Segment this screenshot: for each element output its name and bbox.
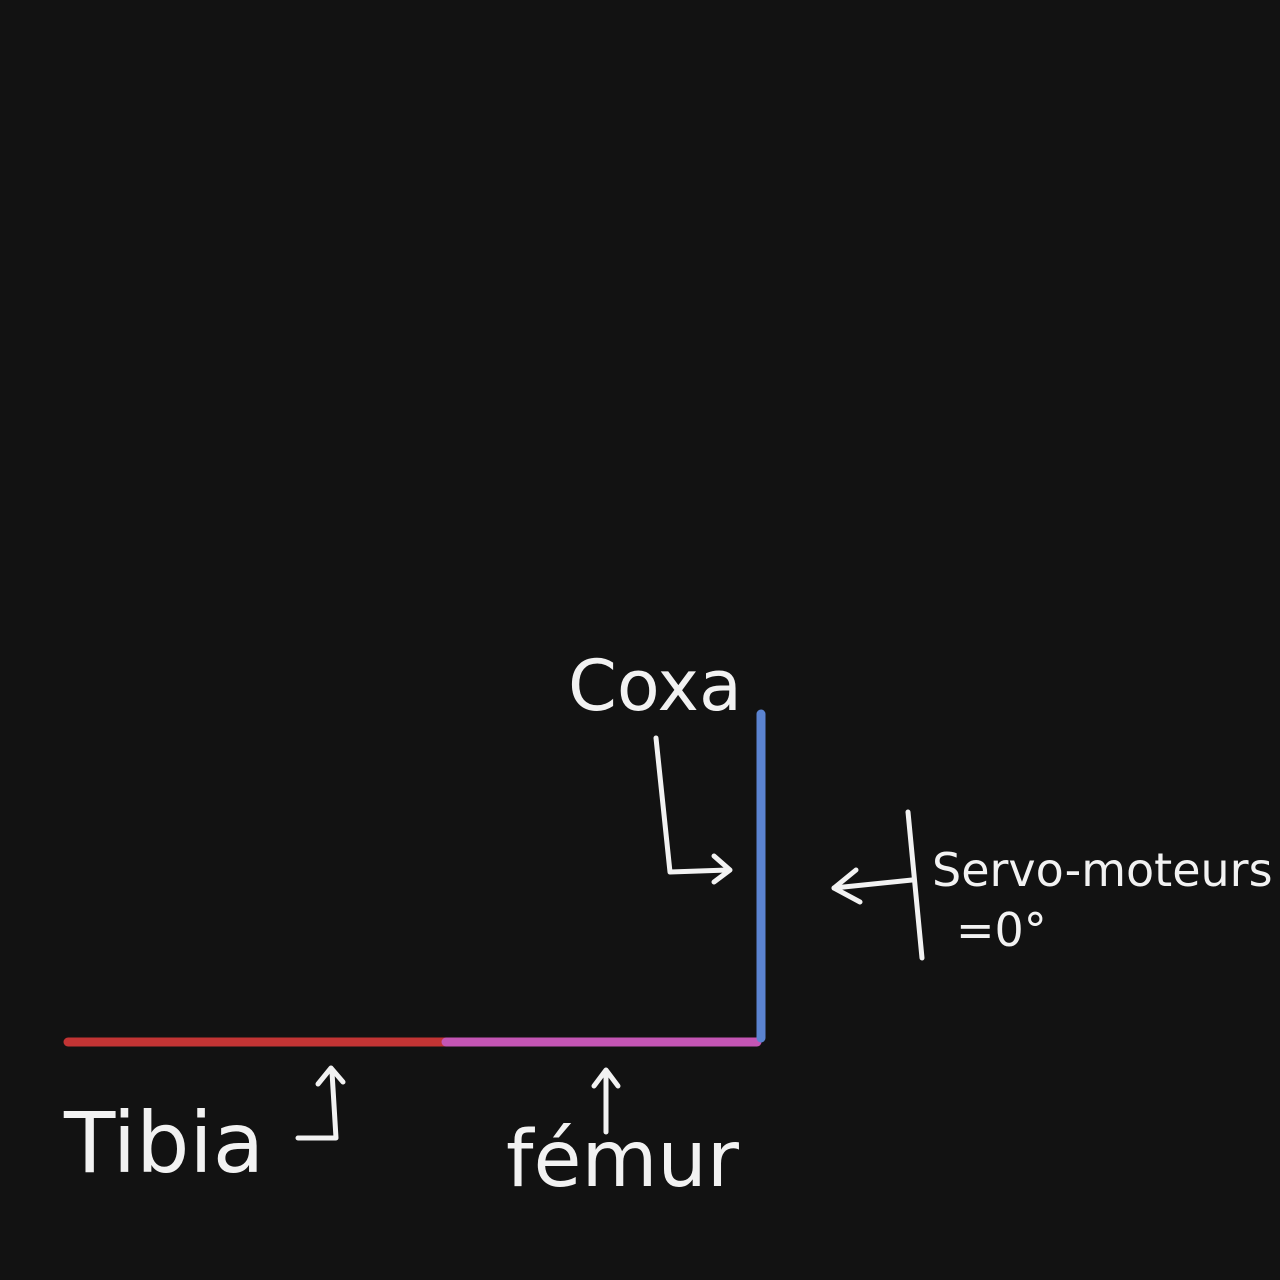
servo-arrow — [831, 877, 915, 891]
tibia-arrowhead — [315, 1065, 346, 1087]
coxa-arrowhead — [711, 853, 733, 885]
tibia-label: Tibia — [63, 1094, 264, 1192]
femur-arrowhead — [591, 1067, 621, 1089]
coxa-label: Coxa — [568, 645, 742, 727]
servo-separator-line — [905, 809, 925, 961]
servo-arrowhead — [831, 867, 863, 905]
coxa-arrow — [653, 735, 731, 875]
tibia-arrow — [295, 1069, 339, 1141]
femur-label: fémur — [506, 1115, 740, 1205]
servo-label-line2: =0° — [956, 903, 1047, 957]
servo-label-line1: Servo-moteurs — [932, 843, 1273, 897]
